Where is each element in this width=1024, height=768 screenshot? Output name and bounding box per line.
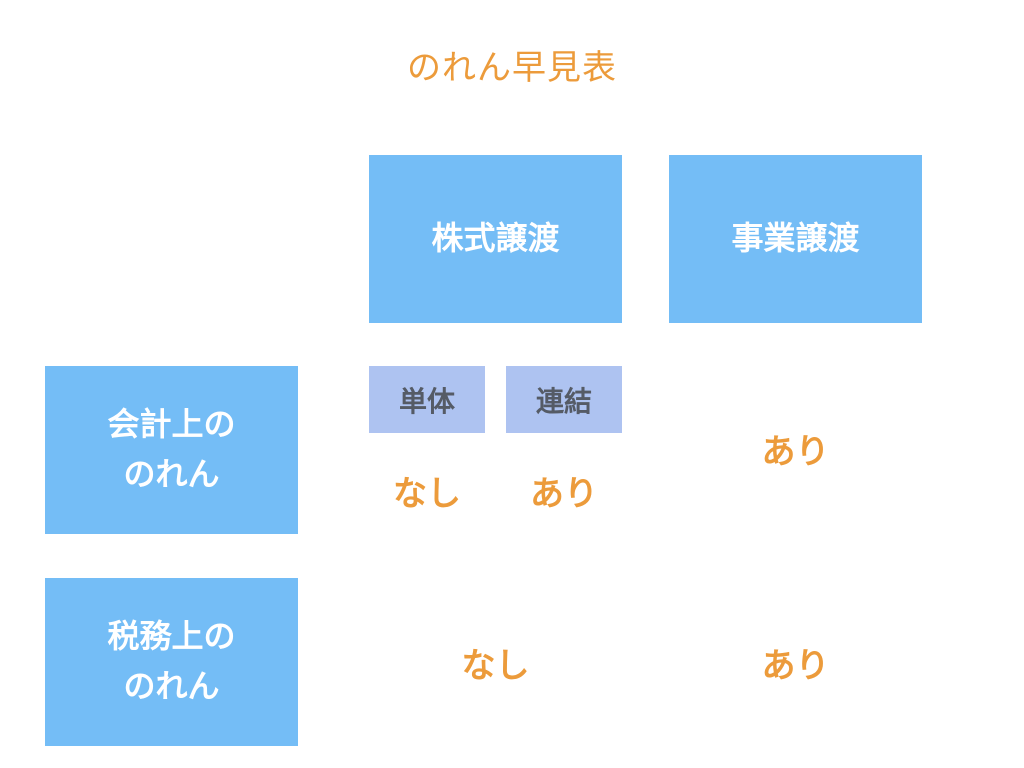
diagram-title: のれん早見表 — [407, 48, 617, 88]
row-header-accounting-goodwill-label: 会計上の のれん — [107, 405, 236, 493]
column-header-share-transfer-label: 株式譲渡 — [431, 219, 560, 258]
sub-header-standalone: 単体 — [369, 366, 485, 433]
column-header-business-transfer-label: 事業譲渡 — [731, 219, 860, 258]
row-header-tax-goodwill: 税務上の のれん — [45, 578, 298, 746]
value-accounting-share-consolidated: あり — [530, 473, 598, 514]
sub-header-consolidated-label: 連結 — [535, 384, 592, 418]
value-tax-business: あり — [761, 645, 830, 686]
column-header-share-transfer: 株式譲渡 — [369, 155, 622, 323]
value-accounting-business: あり — [761, 431, 830, 472]
row-header-accounting-goodwill: 会計上の のれん — [45, 366, 298, 534]
value-tax-share: なし — [461, 645, 530, 686]
sub-header-consolidated: 連結 — [506, 366, 622, 433]
value-accounting-share-standalone: なし — [393, 473, 461, 514]
column-header-business-transfer: 事業譲渡 — [669, 155, 922, 323]
row-header-tax-goodwill-label: 税務上の のれん — [107, 617, 236, 705]
sub-header-standalone-label: 単体 — [398, 384, 455, 418]
